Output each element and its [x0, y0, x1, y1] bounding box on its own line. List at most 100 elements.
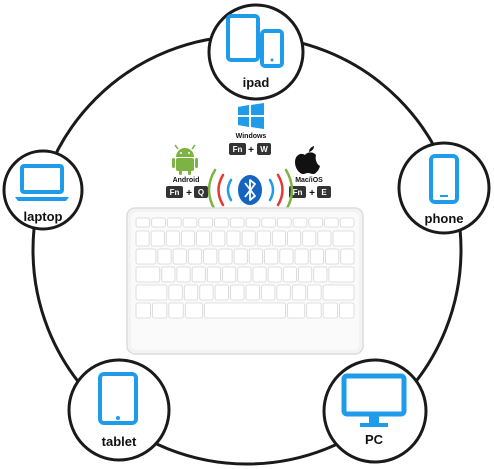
mac-plus: + — [309, 188, 315, 199]
keyboard-key — [317, 230, 332, 247]
keyboard-key — [302, 230, 317, 247]
windows-label: Windows — [236, 133, 267, 140]
keyboard-key — [339, 302, 355, 319]
keyboard-key — [214, 217, 229, 228]
signal-waves-left — [207, 168, 233, 212]
device-pc: PC — [322, 358, 428, 464]
keyboard-key — [237, 266, 252, 283]
keyboard-key — [206, 266, 221, 283]
keyboard-key — [245, 284, 260, 301]
keyboard-key — [230, 284, 245, 301]
android-plus: + — [186, 188, 192, 199]
keyboard-key — [261, 284, 276, 301]
keyboard-key — [313, 266, 328, 283]
laptop-label: laptop — [24, 209, 63, 224]
keyboard-key — [161, 266, 176, 283]
keyboard-key — [165, 230, 180, 247]
mac-fn-key: Fn — [293, 188, 303, 197]
keyboard — [126, 207, 364, 355]
windows-plus: + — [248, 145, 254, 156]
keyboard-key — [135, 302, 151, 319]
bluetooth-icon — [238, 175, 262, 205]
keyboard-key — [176, 266, 191, 283]
keyboard-key — [182, 217, 198, 228]
keyboard-key — [222, 266, 237, 283]
keyboard-key — [218, 248, 233, 265]
keyboard-key — [256, 230, 271, 247]
phone-icon — [429, 154, 459, 204]
keyboard-key — [183, 284, 199, 301]
android-fn-key: Fn — [170, 188, 180, 197]
keyboard-key — [198, 217, 213, 228]
keyboard-key — [172, 248, 187, 265]
keyboard-key — [199, 284, 214, 301]
keyboard-key — [196, 230, 211, 247]
keyboard-key — [276, 284, 291, 301]
keyboard-key — [292, 217, 308, 228]
keyboard-key — [267, 266, 282, 283]
keyboard-key — [248, 248, 263, 265]
keyboard-key — [135, 217, 151, 228]
keyboard-key — [324, 217, 339, 228]
keyboard-key — [211, 230, 226, 247]
monitor-icon — [341, 373, 407, 427]
keyboard-key — [322, 284, 355, 301]
device-phone: phone — [397, 141, 491, 235]
android-q-key: Q — [198, 188, 204, 197]
shortcut-mac: Mac/iOS Fn + E — [289, 146, 331, 199]
keyboard-key — [339, 217, 355, 228]
keyboard-key — [282, 266, 297, 283]
device-laptop: laptop — [2, 149, 84, 231]
keyboard-key — [291, 284, 307, 301]
keyboard-key — [226, 230, 241, 247]
keyboard-key — [294, 248, 309, 265]
keyboard-key — [245, 217, 261, 228]
keyboard-key — [229, 217, 245, 228]
keyboard-key — [214, 284, 229, 301]
keyboard-key — [252, 266, 267, 283]
keyboard-key — [168, 302, 184, 319]
keyboard-key — [340, 248, 355, 265]
keyboard-key — [298, 266, 313, 283]
keyboard-key — [264, 248, 279, 265]
keyboard-key — [151, 217, 166, 228]
windows-fn-key: Fn — [233, 145, 243, 154]
windows-w-key: W — [260, 145, 268, 154]
shortcut-android: Android Fn + Q — [166, 144, 208, 199]
keyboard-key — [241, 230, 256, 247]
keyboard-key — [168, 284, 183, 301]
keyboard-key — [271, 230, 286, 247]
keyboard-key — [277, 217, 292, 228]
tablet-phone-icon — [226, 14, 284, 68]
keyboard-key — [187, 248, 202, 265]
keyboard-key — [135, 248, 157, 265]
mac-label: Mac/iOS — [295, 177, 323, 184]
keyboard-key — [167, 217, 182, 228]
windows-logo-icon — [238, 103, 264, 129]
keyboard-key — [152, 302, 168, 319]
keyboard-key — [204, 302, 286, 319]
tablet-label: tablet — [102, 434, 137, 449]
keyboard-keys — [135, 217, 355, 319]
keyboard-key — [325, 248, 340, 265]
keyboard-key — [286, 302, 306, 319]
phone-label: phone — [425, 211, 464, 226]
pc-label: PC — [365, 432, 384, 447]
keyboard-key — [322, 302, 338, 319]
keyboard-key — [309, 248, 324, 265]
ipad-label: ipad — [243, 75, 270, 90]
keyboard-key — [306, 302, 322, 319]
mac-e-key: E — [321, 188, 327, 197]
keyboard-key — [279, 248, 294, 265]
keyboard-key — [261, 217, 276, 228]
keyboard-key — [233, 248, 248, 265]
tablet-icon — [98, 372, 138, 425]
android-label: Android — [173, 177, 200, 184]
keyboard-key — [328, 266, 355, 283]
keyboard-key — [135, 266, 161, 283]
device-tablet: tablet — [67, 358, 171, 462]
keyboard-key — [308, 217, 323, 228]
android-robot-icon — [172, 144, 198, 175]
laptop-icon — [15, 164, 69, 201]
